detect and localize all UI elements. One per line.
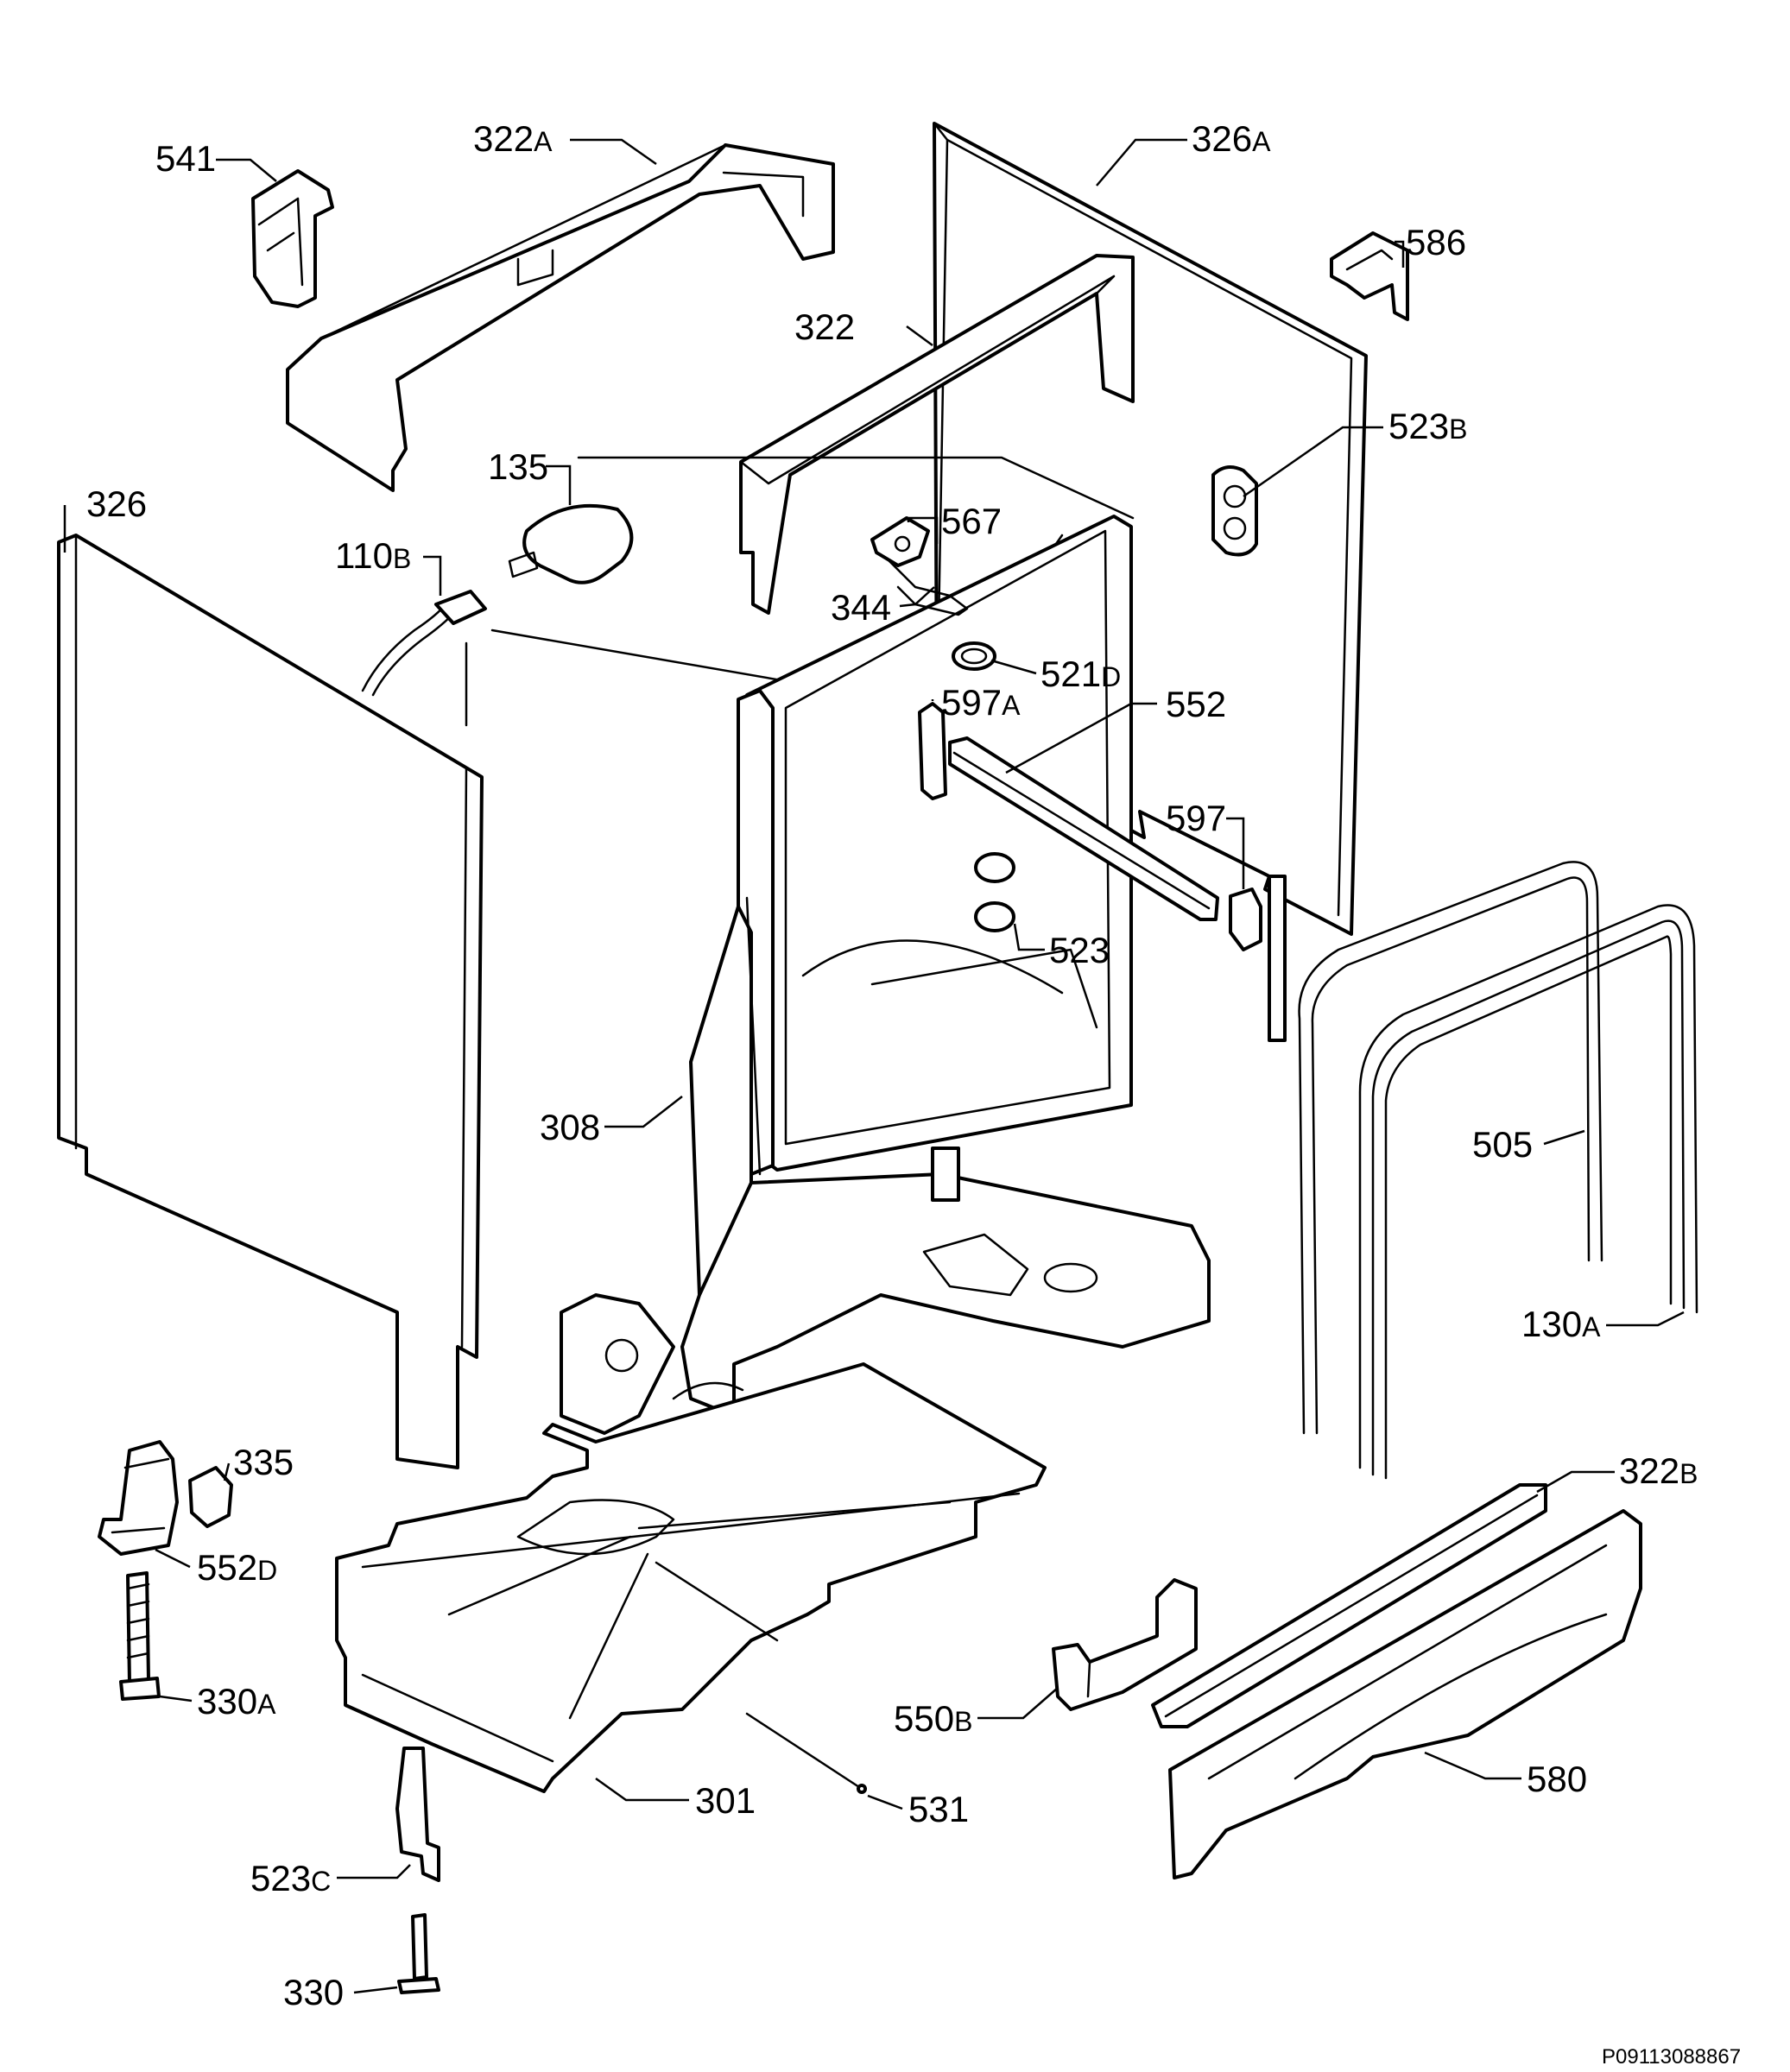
part-322a-top-rail bbox=[286, 143, 835, 492]
label-531: 531 bbox=[908, 1789, 969, 1829]
part-301-base-tray bbox=[335, 1362, 1047, 1793]
part-326-side-panel bbox=[57, 534, 484, 1469]
part-135-bulb bbox=[508, 503, 634, 584]
part-322-frame-rail bbox=[739, 254, 1135, 615]
label-586: 586 bbox=[1406, 222, 1466, 262]
part-335-cap bbox=[188, 1466, 233, 1528]
part-labels: 541 322A 326A 586 322 523B 135 567 326 1… bbox=[86, 118, 1741, 2069]
part-567-clip bbox=[870, 516, 930, 567]
drawing-code: P09113088867 bbox=[1602, 2045, 1741, 2069]
part-597-stopper bbox=[1229, 888, 1262, 951]
part-550b-bracket bbox=[1052, 1578, 1198, 1711]
part-552-guide-rail bbox=[948, 736, 1219, 921]
part-541-clip bbox=[251, 169, 334, 308]
part-523-grommet-pair bbox=[974, 852, 1015, 932]
label-344: 344 bbox=[831, 587, 891, 628]
part-531-cable bbox=[745, 1712, 867, 1794]
label-580: 580 bbox=[1527, 1759, 1587, 1799]
part-580-plinth bbox=[1168, 1509, 1642, 1879]
label-322: 322 bbox=[794, 306, 855, 347]
label-335: 335 bbox=[233, 1442, 294, 1482]
label-130a: 130A bbox=[1521, 1304, 1601, 1344]
label-322b: 322B bbox=[1619, 1450, 1698, 1491]
label-523b: 523B bbox=[1388, 406, 1467, 446]
label-330: 330 bbox=[283, 1972, 344, 2012]
label-541: 541 bbox=[155, 138, 216, 179]
label-326a: 326A bbox=[1192, 118, 1271, 159]
part-330a-screw bbox=[119, 1571, 161, 1701]
label-308: 308 bbox=[540, 1107, 600, 1147]
part-586-bracket bbox=[1330, 231, 1409, 321]
label-597: 597 bbox=[1166, 798, 1226, 838]
label-135: 135 bbox=[488, 446, 548, 487]
part-597a-stopper bbox=[918, 702, 947, 800]
label-322a: 322A bbox=[473, 118, 553, 159]
label-326: 326 bbox=[86, 483, 147, 524]
leader-lines bbox=[63, 138, 1685, 1994]
label-567: 567 bbox=[941, 501, 1002, 541]
part-505-door-seal bbox=[1298, 861, 1603, 1435]
label-523: 523 bbox=[1049, 930, 1110, 970]
label-597a: 597A bbox=[941, 682, 1021, 723]
label-521d: 521D bbox=[1040, 654, 1121, 694]
part-523b-grommet bbox=[1211, 465, 1258, 557]
label-552d: 552D bbox=[197, 1547, 277, 1588]
part-110b-hose bbox=[361, 590, 487, 727]
part-523c-hinge bbox=[395, 1747, 440, 1882]
part-130a-door-seal bbox=[1358, 904, 1698, 1480]
label-550b: 550B bbox=[894, 1698, 972, 1739]
label-552: 552 bbox=[1166, 684, 1226, 724]
label-505: 505 bbox=[1472, 1124, 1533, 1165]
label-110b: 110B bbox=[335, 535, 411, 576]
part-521d-plug bbox=[952, 641, 996, 671]
part-322b-strip bbox=[1151, 1483, 1547, 1728]
label-301: 301 bbox=[695, 1780, 756, 1821]
label-523c: 523C bbox=[250, 1858, 331, 1898]
part-308-tub bbox=[490, 456, 1211, 1435]
part-552d-valve bbox=[98, 1440, 179, 1556]
part-330-screw bbox=[397, 1913, 440, 1994]
label-330a: 330A bbox=[197, 1681, 276, 1721]
